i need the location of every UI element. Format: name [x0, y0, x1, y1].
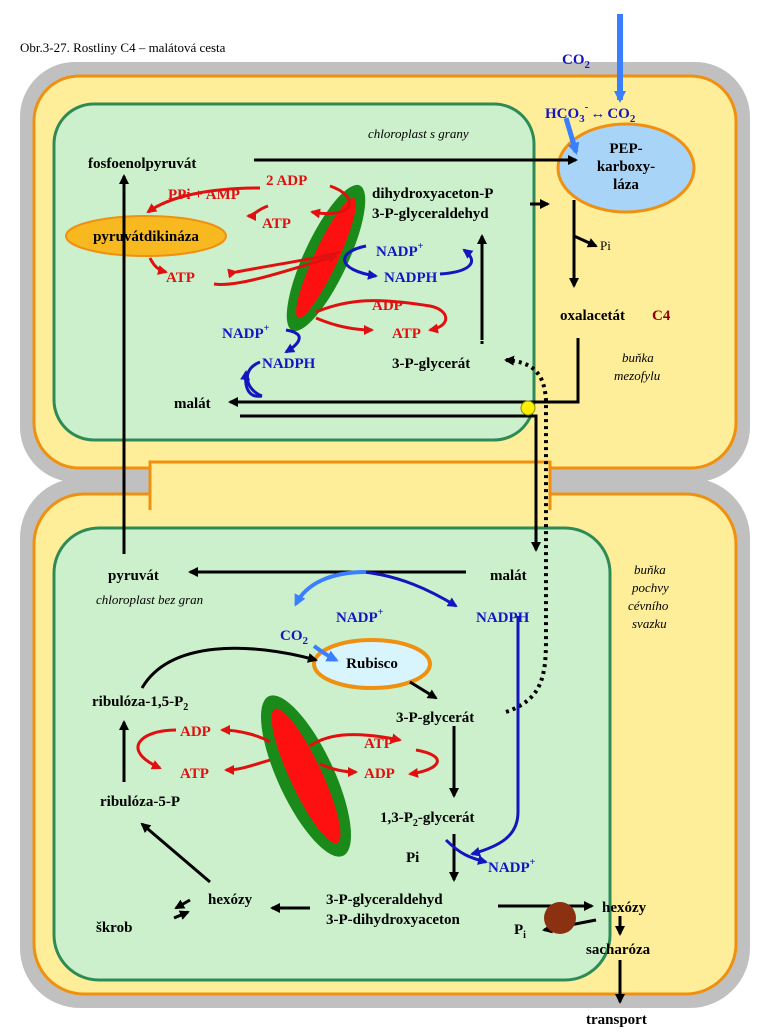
hexozy-label-inner: hexózy	[208, 892, 253, 908]
pi-label-carrier: Pi	[514, 922, 526, 941]
malate-transporter-dot	[520, 400, 536, 416]
bundle-cell-label-4: svazku	[632, 616, 667, 631]
adp-label-left: ADP	[180, 724, 211, 740]
atp-label-1: ATP	[262, 216, 291, 232]
pi-label-lower: Pi	[406, 850, 419, 866]
bpg-label: 1,3-P2-glycerát	[380, 810, 475, 829]
lightblue-co2-arrows	[294, 570, 367, 662]
nadp-label-1: NADP+	[376, 241, 424, 260]
co2-influx-arrows	[563, 14, 626, 155]
co2-in-label: CO2	[562, 52, 591, 71]
pga-label-upper: 3-P-glycerát	[392, 356, 470, 372]
triose-line1: 3-P-glyceraldehyd	[326, 892, 443, 908]
triose-line2: 3-P-dihydroxyaceton	[326, 912, 461, 928]
thylakoid-lower	[260, 695, 352, 857]
atp-label-2: ATP	[166, 270, 195, 286]
transport-label: transport	[586, 1012, 647, 1028]
ru5p-label: ribulóza-5-P	[100, 794, 180, 810]
chloroplast-upper	[52, 102, 536, 442]
malat-label-upper: malát	[174, 396, 211, 412]
atp-label-right: ATP	[364, 736, 393, 752]
black-pathway-arrows	[119, 155, 625, 1004]
rubisco-label: Rubisco	[346, 656, 398, 672]
atp-label-3: ATP	[392, 326, 421, 342]
blue-nadp-arrows	[240, 244, 520, 865]
pga-label-lower: 3-P-glycerát	[396, 710, 474, 726]
co2-label-lower: CO2	[280, 628, 309, 647]
pep-carboxylase-line2: karboxy-	[597, 159, 655, 175]
pep-label: fosfoenolpyruvát	[88, 156, 196, 172]
nadp-label-2: NADP+	[222, 323, 270, 342]
bundle-cell-label-2: pochvy	[631, 580, 669, 595]
atp-label-left: ATP	[180, 766, 209, 782]
hexozy-label-outer: hexózy	[602, 900, 647, 916]
nadph-label-2: NADPH	[262, 356, 316, 372]
adp-label-upper: ADP	[372, 298, 403, 314]
sacharoza-label: sacharóza	[586, 942, 651, 958]
pep-carboxylase-enzyme	[556, 122, 696, 214]
figure-title: Obr.3-27. Rostliny C4 – malátová cesta	[20, 40, 226, 55]
pyruvate-dikinase-label: pyruvátdikináza	[93, 229, 199, 245]
mesophyll-cell-label-2: mezofylu	[614, 368, 661, 383]
bundle-cell-label-1: buňka	[634, 562, 666, 577]
red-energy-arrows	[136, 184, 448, 778]
pga-shuttle-arrow	[504, 355, 548, 714]
nadp-label-lower: NADP+	[336, 607, 384, 626]
chloroplast-lower-label: chloroplast bez gran	[96, 592, 203, 607]
skrob-label: škrob	[96, 920, 132, 936]
pep-carboxylase-line1: PEP-	[609, 141, 642, 157]
two-adp-label: 2 ADP	[266, 173, 307, 189]
pep-carboxylase-line3: láza	[613, 177, 639, 193]
plasmodesma-lumen	[150, 468, 550, 506]
oxalacetat-label: oxalacetát	[560, 308, 625, 324]
malat-label-lower: malát	[490, 568, 527, 584]
dhap-line2: 3-P-glyceraldehyd	[372, 206, 489, 222]
nadph-label-1: NADPH	[384, 270, 438, 286]
nadph-label-lower: NADPH	[476, 610, 530, 626]
phosphate-translocator	[544, 902, 576, 934]
nadp-label-lower-2: NADP+	[488, 857, 536, 876]
pyruvat-label: pyruvát	[108, 568, 159, 584]
pi-label-upper: Pi	[600, 238, 611, 253]
adp-label-right: ADP	[364, 766, 395, 782]
mesophyll-cell-label-1: buňka	[622, 350, 654, 365]
chloroplast-upper-label: chloroplast s grany	[368, 126, 469, 141]
pyruvate-dikinase-enzyme	[65, 215, 227, 257]
bundle-cell-label-3: cévního	[628, 598, 669, 613]
c4-label: C4	[652, 308, 671, 324]
rubisco-enzyme	[312, 638, 432, 690]
hco3-label: HCO3-↔CO2	[545, 101, 636, 125]
ppi-amp-label: PPi + AMP	[168, 187, 240, 203]
rubp-label: ribulóza-1,5-P2	[92, 694, 188, 713]
dhap-line1: dihydroxyaceton-P	[372, 186, 493, 202]
